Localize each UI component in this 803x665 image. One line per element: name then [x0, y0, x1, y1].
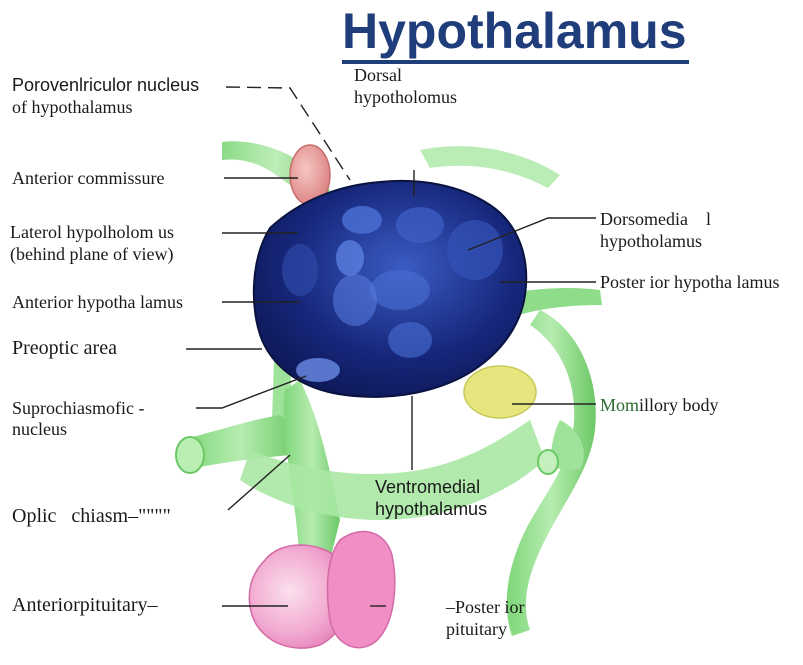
label-dorsal-hypothalamus: Dorsal hypotholomus: [354, 64, 457, 108]
label-paraventricular-nucleus: Porovenlriculor nucleus of hypothalamus: [12, 74, 199, 118]
label-part: Mom: [600, 395, 639, 415]
nucleus-highlight: [370, 270, 430, 310]
label-line: (behind plane of view): [10, 243, 174, 265]
mammillary-body-shape: [464, 366, 536, 418]
label-posterior-pituitary: –Poster ior pituitary: [384, 596, 525, 640]
nucleus-highlight: [447, 220, 503, 280]
optic-nerve-end: [176, 437, 204, 473]
label-ventromedial-hypothalamus: Ventromedial hypothalamus: [375, 476, 487, 520]
suprachiasmatic-shape: [296, 358, 340, 382]
nucleus-highlight: [333, 274, 377, 326]
label-line: Laterol hypolholom us: [10, 221, 174, 243]
nucleus-highlight: [336, 240, 364, 276]
label-line: Dorsomedia l: [600, 208, 711, 230]
hypothalamus-mass: [254, 181, 526, 397]
pituitary: [249, 532, 394, 649]
label-anterior-pituitary: Anteriorpituitary–: [12, 594, 158, 616]
label-line: Suprochiasmofic -: [12, 398, 144, 419]
label-line: Dorsal: [354, 64, 457, 86]
label-line: –Poster ior: [446, 596, 525, 618]
label-line: pituitary: [446, 618, 525, 640]
tail-end: [538, 450, 558, 474]
label-line: Ventromedial: [375, 476, 487, 498]
label-line: nucleus: [12, 419, 144, 440]
upper-green-right: [420, 146, 560, 188]
label-mammillary-body: Momillory body: [600, 394, 719, 416]
label-line: hypotholamus: [600, 230, 711, 252]
label-preoptic-area: Preoptic area: [12, 337, 117, 359]
label-posterior-hypothalamus: Poster ior hypotha lamus: [600, 271, 779, 293]
label-suprachiasmatic-nucleus: Suprochiasmofic - nucleus: [12, 398, 144, 440]
label-anterior-commissure: Anterior commissure: [12, 167, 164, 189]
label-line: hypotholomus: [354, 86, 457, 108]
nucleus-highlight: [388, 322, 432, 358]
label-line: Porovenlriculor nucleus: [12, 74, 199, 96]
label-lateral-hypothalamus: Laterol hypolholom us (behind plane of v…: [10, 221, 174, 265]
label-line: of hypothalamus: [12, 96, 199, 118]
label-part: illory body: [639, 395, 719, 415]
label-anterior-hypothalamus: Anterior hypotha lamus: [12, 291, 183, 313]
nucleus-highlight: [396, 207, 444, 243]
nucleus-highlight: [282, 244, 318, 296]
label-dorsomedial-hypothalamus: Dorsomedia l hypotholamus: [600, 208, 711, 252]
nucleus-highlight: [342, 206, 382, 234]
label-optic-chiasm: Oplic chiasm–"""": [12, 505, 171, 527]
label-line: hypothalamus: [375, 498, 487, 520]
